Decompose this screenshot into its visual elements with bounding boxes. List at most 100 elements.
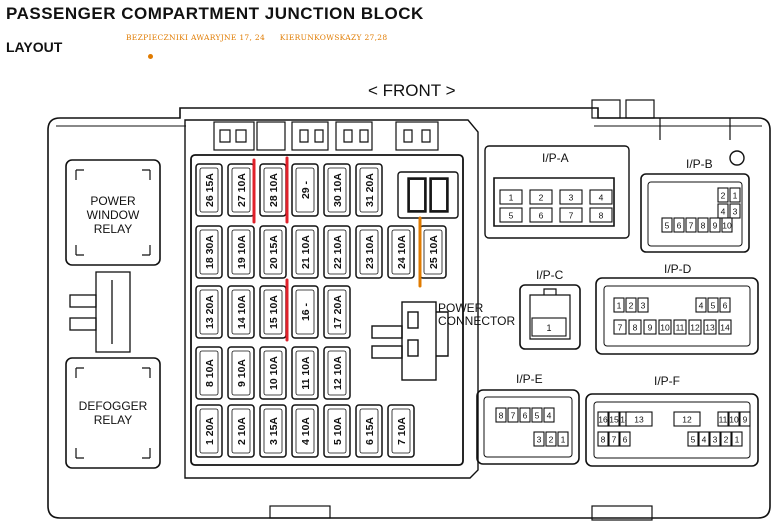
note-hazard-fuses: BEZPIECZNIKI AWARYJNE 17, 24 bbox=[126, 33, 266, 42]
ipf-pin-13: 13 bbox=[625, 411, 653, 427]
fuse-20: 20 15A bbox=[259, 225, 287, 279]
ipe-pin-3: 3 bbox=[533, 431, 545, 447]
front-label: < FRONT > bbox=[368, 81, 456, 100]
fuse-panel bbox=[190, 154, 464, 466]
fuse-27: 27 10A bbox=[227, 163, 255, 217]
svg-text:11: 11 bbox=[676, 323, 685, 333]
ipd-pin-13: 13 bbox=[703, 319, 717, 335]
svg-text:7: 7 bbox=[689, 221, 694, 231]
svg-text:5: 5 bbox=[509, 211, 514, 221]
svg-text:3: 3 bbox=[713, 435, 718, 445]
svg-text:3: 3 bbox=[733, 207, 738, 217]
fuse-10: 10 10A bbox=[259, 346, 287, 400]
fuse-26: 26 15A bbox=[195, 163, 223, 217]
svg-text:3: 3 bbox=[641, 301, 646, 311]
ipe-pin-4: 4 bbox=[543, 407, 555, 423]
ipd-pin-10: 10 bbox=[658, 319, 672, 335]
svg-text:7: 7 bbox=[511, 411, 516, 421]
orange-dot-marker bbox=[148, 54, 153, 59]
fuse-23-label: 23 10A bbox=[364, 235, 376, 269]
ipb-label: I/P-B bbox=[686, 157, 713, 171]
ipe-pin-8: 8 bbox=[495, 407, 507, 423]
fuse-29-label: 29 - bbox=[300, 180, 312, 199]
ipd-pin-3: 3 bbox=[637, 297, 649, 313]
fuse-17-label: 17 20A bbox=[332, 295, 344, 329]
fuse-7-label: 7 10A bbox=[396, 417, 408, 445]
ipb-pin-6: 6 bbox=[673, 217, 685, 233]
ipf-pin-6: 6 bbox=[619, 431, 631, 447]
power-window-relay: POWER WINDOW RELAY bbox=[65, 159, 161, 266]
fuse-14: 14 10A bbox=[227, 285, 255, 339]
svg-text:12: 12 bbox=[682, 415, 692, 425]
fuse-2-label: 2 10A bbox=[236, 417, 248, 445]
fuse-9: 9 10A bbox=[227, 346, 255, 400]
ipa-pin-1: 1 bbox=[499, 189, 523, 205]
svg-text:5: 5 bbox=[665, 221, 670, 231]
ipb-pin-10: 10 bbox=[721, 217, 733, 233]
page-subtitle: LAYOUT bbox=[6, 39, 63, 55]
fuse-18: 18 30A bbox=[195, 225, 223, 279]
svg-text:14: 14 bbox=[720, 323, 730, 333]
ipb-pin-9: 9 bbox=[709, 217, 721, 233]
svg-text:2: 2 bbox=[549, 435, 554, 445]
fuse-12-label: 12 10A bbox=[332, 356, 344, 390]
svg-text:6: 6 bbox=[623, 435, 628, 445]
svg-text:4: 4 bbox=[599, 193, 604, 203]
page-title: PASSENGER COMPARTMENT JUNCTION BLOCK bbox=[6, 4, 424, 23]
ipe-pin-2: 2 bbox=[545, 431, 557, 447]
fuse-22-label: 22 10A bbox=[332, 235, 344, 269]
fuse-21: 21 10A bbox=[291, 225, 319, 279]
svg-text:9: 9 bbox=[743, 415, 748, 425]
svg-text:7: 7 bbox=[618, 323, 623, 333]
ipf-pin-9: 9 bbox=[739, 411, 751, 427]
ipf-pin-7: 7 bbox=[608, 431, 620, 447]
ipd-label: I/P-D bbox=[664, 262, 692, 276]
ipb-pin-1: 1 bbox=[729, 187, 741, 203]
fuse-1-label: 1 20A bbox=[204, 417, 216, 445]
ipb-pin-4: 4 bbox=[717, 203, 729, 219]
ipf-pin-4: 4 bbox=[698, 431, 710, 447]
svg-text:9: 9 bbox=[713, 221, 718, 231]
fuse-7: 7 10A bbox=[387, 404, 415, 458]
defogger-relay-label-1: DEFOGGER bbox=[79, 399, 148, 413]
svg-text:4: 4 bbox=[547, 411, 552, 421]
fuse-25-label: 25 10A bbox=[428, 235, 440, 269]
ipf-pin-2: 2 bbox=[720, 431, 732, 447]
svg-text:8: 8 bbox=[601, 435, 606, 445]
svg-text:7: 7 bbox=[612, 435, 617, 445]
fuse-2: 2 10A bbox=[227, 404, 255, 458]
svg-text:1: 1 bbox=[617, 301, 622, 311]
svg-text:1: 1 bbox=[735, 435, 740, 445]
svg-text:4: 4 bbox=[721, 207, 726, 217]
fuse-15-label: 15 10A bbox=[268, 295, 280, 329]
fuse-30: 30 10A bbox=[323, 163, 351, 217]
svg-text:10: 10 bbox=[722, 221, 732, 231]
svg-text:5: 5 bbox=[691, 435, 696, 445]
ipb-pin-2: 2 bbox=[717, 187, 729, 203]
fuse-5-label: 5 10A bbox=[332, 417, 344, 445]
ipb-pin-3: 3 bbox=[729, 203, 741, 219]
ipf-pin-10: 10 bbox=[728, 411, 740, 427]
ipd-pin-5: 5 bbox=[707, 297, 719, 313]
svg-text:2: 2 bbox=[721, 191, 726, 201]
fuse-20-label: 20 15A bbox=[268, 235, 280, 269]
svg-text:5: 5 bbox=[711, 301, 716, 311]
fuse-8: 8 10A bbox=[195, 346, 223, 400]
ipd-pin-9: 9 bbox=[643, 319, 657, 335]
ipd-pin-11: 11 bbox=[673, 319, 687, 335]
fuse-28: 28 10A bbox=[259, 163, 287, 217]
fuse-25: 25 10A bbox=[419, 225, 447, 279]
fuse-26-label: 26 15A bbox=[204, 173, 216, 207]
svg-text:12: 12 bbox=[690, 323, 700, 333]
svg-text:6: 6 bbox=[539, 211, 544, 221]
fuse-3: 3 15A bbox=[259, 404, 287, 458]
ipf-pin-15: 15 bbox=[608, 411, 620, 427]
ipf-pin-3: 3 bbox=[709, 431, 721, 447]
ipd-pin-4: 4 bbox=[695, 297, 707, 313]
ipf-pin-16: 16 bbox=[597, 411, 609, 427]
fuse-10-label: 10 10A bbox=[268, 356, 280, 390]
fuse-16: 16 - bbox=[291, 285, 319, 339]
ipd-pin-12: 12 bbox=[688, 319, 702, 335]
